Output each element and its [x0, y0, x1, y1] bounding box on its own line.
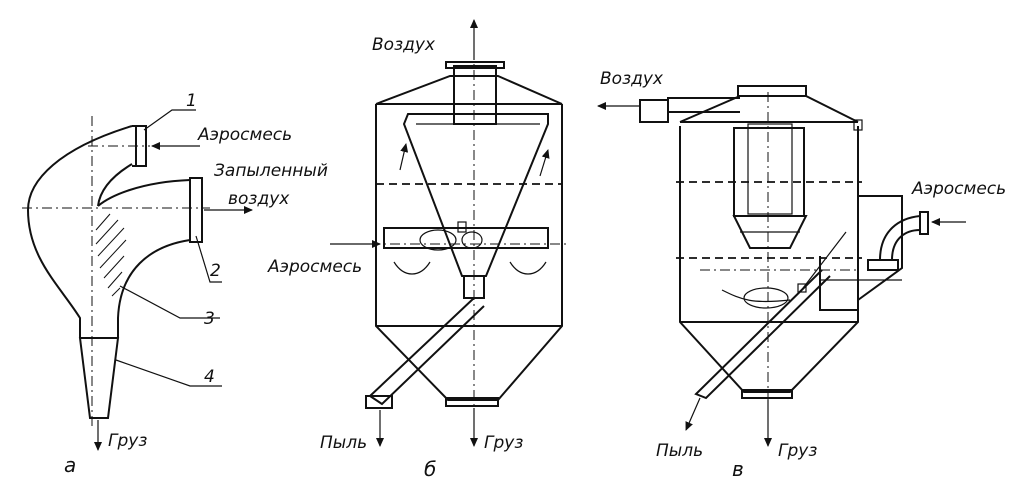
cyclone-body [26, 125, 191, 338]
dust-outlet-arrow-c [685, 397, 701, 431]
gruz-label-b: Груз [484, 433, 523, 453]
callout-2: 2 [210, 261, 221, 281]
air-label-b: Воздух [372, 35, 436, 55]
panel-b-sublabel: б [424, 457, 436, 481]
dust-chute-c [694, 269, 831, 400]
dusty-air-label-line1: Запыленный [214, 161, 328, 181]
side-inlet-box-c [819, 195, 903, 311]
inlet-elbow-c [879, 215, 921, 261]
air-outlet-tube-b [453, 65, 497, 125]
callout-1: 1 [186, 91, 197, 111]
inner-cone-b [402, 113, 549, 277]
panel-a-cyclone: 1 2 3 4 Аэросмесь Запыленный воздух Груз… [22, 91, 328, 477]
dust-chute-b [368, 297, 485, 406]
panel-c-sublabel: в [732, 457, 744, 481]
panel-a-sublabel: а [64, 453, 76, 477]
dust-label-b: Пыль [320, 433, 367, 453]
outlet-flange [189, 177, 203, 243]
aerosmes-label-c: Аэросмесь [911, 179, 1006, 199]
aerosmes-label-a: Аэросмесь [197, 125, 292, 145]
dusty-air-label-line2: воздух [228, 189, 290, 209]
gruz-label-a: Груз [108, 431, 147, 451]
callout-3: 3 [204, 309, 215, 329]
separator-shell-c [679, 126, 859, 393]
wall-hatching [95, 213, 127, 297]
dust-label-c: Пыль [656, 441, 703, 461]
aerosmes-label-b: Аэросмесь [267, 257, 362, 277]
air-label-c: Воздух [600, 69, 664, 89]
panel-b-separator: Воздух Аэросмесь Пыль Груз б [267, 19, 570, 481]
discharge-cone [78, 337, 120, 419]
callout-4: 4 [204, 367, 215, 387]
separator-shell-b [375, 104, 563, 401]
panel-c-separator: Воздух Аэросмесь Пыль Груз в [597, 69, 1006, 481]
gruz-label-c: Груз [778, 441, 817, 461]
